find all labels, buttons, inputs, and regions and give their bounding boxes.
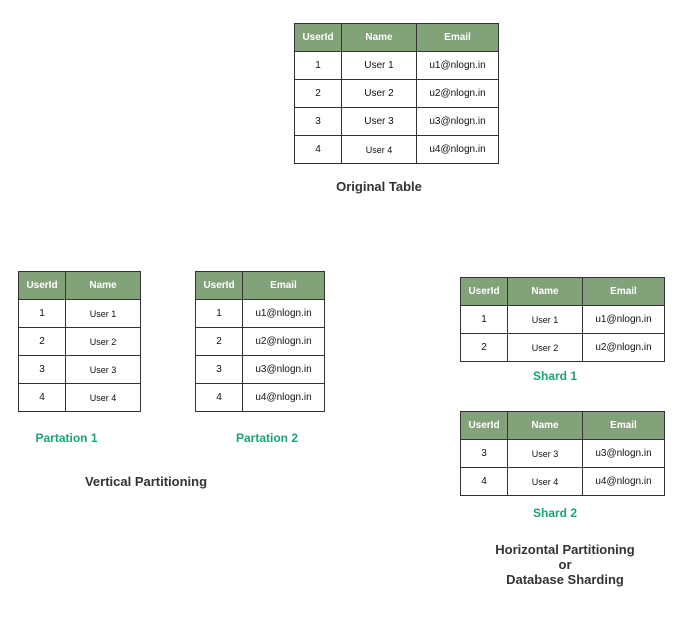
cell-userid: 4 <box>195 383 243 412</box>
header-userid: UserId <box>195 271 243 300</box>
cell-userid: 2 <box>460 333 508 362</box>
cell-name: User 3 <box>341 107 417 136</box>
table-row: 4 u4@nlogn.in <box>195 383 325 412</box>
table-row: 2 User 2 u2@nlogn.in <box>460 333 665 362</box>
header-userid: UserId <box>294 23 342 52</box>
cell-userid: 4 <box>18 383 66 412</box>
cell-email: u4@nlogn.in <box>582 467 665 496</box>
partition-1-caption: Partation 1 <box>35 431 98 445</box>
cell-email: u3@nlogn.in <box>582 439 665 468</box>
shard-1-caption: Shard 1 <box>532 369 577 383</box>
table-row: 3 User 3 u3@nlogn.in <box>460 439 665 468</box>
vertical-partitioning-title: Vertical Partitioning <box>84 474 208 489</box>
cell-email: u2@nlogn.in <box>416 79 499 108</box>
cell-userid: 2 <box>18 327 66 356</box>
cell-email: u1@nlogn.in <box>582 305 665 334</box>
cell-userid: 3 <box>18 355 66 384</box>
shard-1-table: UserId Name Email 1 User 1 u1@nlogn.in 2… <box>460 277 665 362</box>
cell-name: User 4 <box>507 467 583 496</box>
header-email: Email <box>582 411 665 440</box>
cell-name: User 4 <box>65 383 141 412</box>
header-email: Email <box>242 271 325 300</box>
partition-1-table: UserId Name 1 User 1 2 User 2 3 User 3 4… <box>18 271 141 412</box>
cell-userid: 1 <box>294 51 342 80</box>
cell-userid: 1 <box>460 305 508 334</box>
original-table-caption: Original Table <box>336 179 422 194</box>
horizontal-title-line-2: or <box>558 557 572 572</box>
cell-email: u3@nlogn.in <box>242 355 325 384</box>
table-row: 3 User 3 u3@nlogn.in <box>294 107 499 136</box>
table-row: 2 u2@nlogn.in <box>195 327 325 356</box>
original-table: UserId Name Email 1 User 1 u1@nlogn.in 2… <box>294 23 499 164</box>
header-userid: UserId <box>18 271 66 300</box>
horizontal-partitioning-title: Horizontal Partitioning or Database Shar… <box>475 542 655 587</box>
cell-userid: 2 <box>195 327 243 356</box>
cell-email: u2@nlogn.in <box>242 327 325 356</box>
table-row: 4 User 4 u4@nlogn.in <box>460 467 665 496</box>
cell-name: User 1 <box>65 299 141 328</box>
horizontal-title-line-1: Horizontal Partitioning <box>495 542 635 557</box>
cell-name: User 3 <box>65 355 141 384</box>
cell-userid: 3 <box>195 355 243 384</box>
table-row: 1 User 1 <box>18 299 141 328</box>
cell-name: User 2 <box>507 333 583 362</box>
cell-userid: 2 <box>294 79 342 108</box>
shard-2-table: UserId Name Email 3 User 3 u3@nlogn.in 4… <box>460 411 665 496</box>
header-name: Name <box>341 23 417 52</box>
header-userid: UserId <box>460 277 508 306</box>
header-name: Name <box>507 277 583 306</box>
cell-userid: 1 <box>18 299 66 328</box>
cell-name: User 4 <box>341 135 417 164</box>
cell-userid: 4 <box>294 135 342 164</box>
cell-name: User 1 <box>341 51 417 80</box>
partition-2-table: UserId Email 1 u1@nlogn.in 2 u2@nlogn.in… <box>195 271 325 412</box>
cell-name: User 2 <box>65 327 141 356</box>
table-row: 2 User 2 u2@nlogn.in <box>294 79 499 108</box>
table-row: 4 User 4 <box>18 383 141 412</box>
header-name: Name <box>65 271 141 300</box>
cell-name: User 2 <box>341 79 417 108</box>
header-userid: UserId <box>460 411 508 440</box>
cell-email: u4@nlogn.in <box>242 383 325 412</box>
shard-2-caption: Shard 2 <box>532 506 577 520</box>
cell-name: User 3 <box>507 439 583 468</box>
cell-email: u3@nlogn.in <box>416 107 499 136</box>
horizontal-title-line-3: Database Sharding <box>506 572 624 587</box>
table-row: 1 User 1 u1@nlogn.in <box>460 305 665 334</box>
cell-name: User 1 <box>507 305 583 334</box>
partition-2-caption: Partation 2 <box>235 431 298 445</box>
table-row: 1 User 1 u1@nlogn.in <box>294 51 499 80</box>
cell-userid: 4 <box>460 467 508 496</box>
cell-userid: 3 <box>294 107 342 136</box>
cell-email: u1@nlogn.in <box>416 51 499 80</box>
table-row: 1 u1@nlogn.in <box>195 299 325 328</box>
cell-email: u1@nlogn.in <box>242 299 325 328</box>
header-name: Name <box>507 411 583 440</box>
table-row: 2 User 2 <box>18 327 141 356</box>
cell-email: u4@nlogn.in <box>416 135 499 164</box>
table-row: 3 User 3 <box>18 355 141 384</box>
cell-email: u2@nlogn.in <box>582 333 665 362</box>
table-row: 4 User 4 u4@nlogn.in <box>294 135 499 164</box>
header-email: Email <box>582 277 665 306</box>
table-row: 3 u3@nlogn.in <box>195 355 325 384</box>
cell-userid: 3 <box>460 439 508 468</box>
cell-userid: 1 <box>195 299 243 328</box>
header-email: Email <box>416 23 499 52</box>
